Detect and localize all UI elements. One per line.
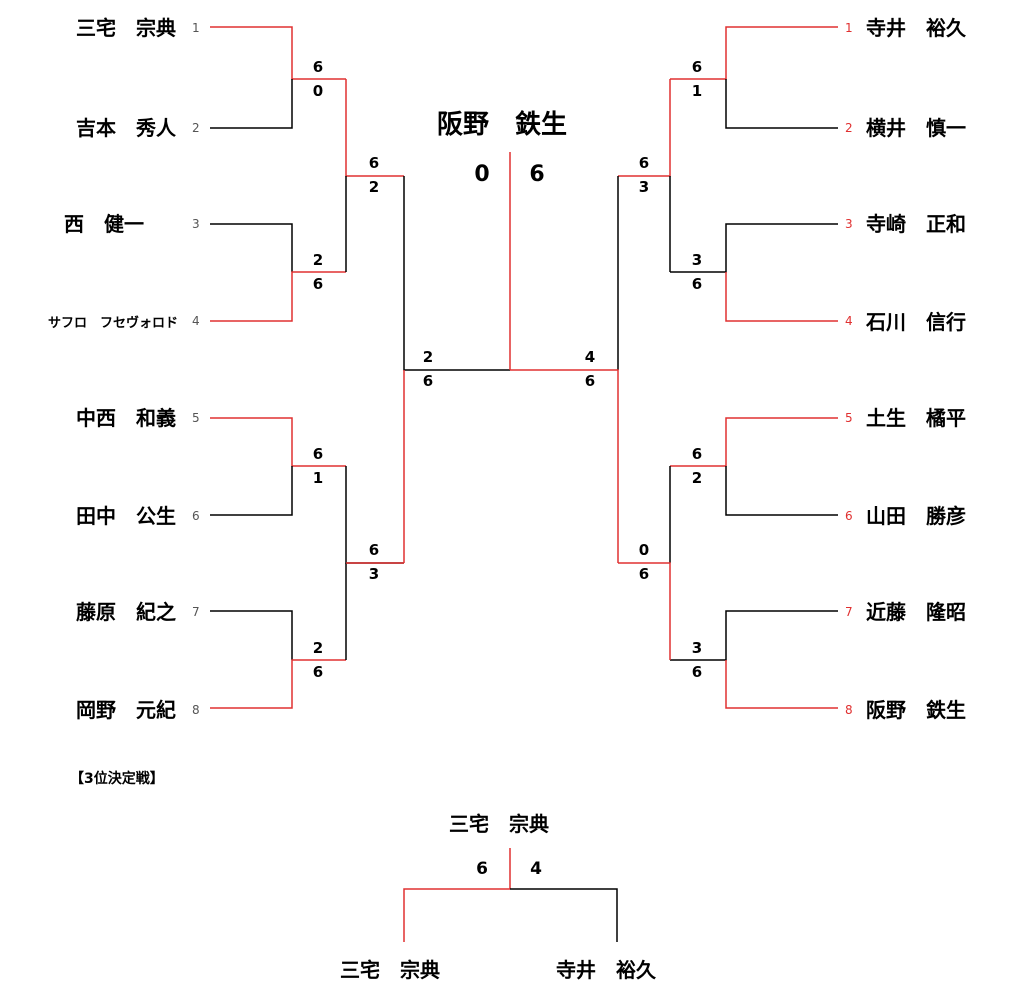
right-player-2-name: 横井 慎一 <box>866 116 966 140</box>
right-r2-m2-winner-path <box>618 562 671 660</box>
left-r1-m1-winner-path <box>210 26 346 80</box>
left-r1-m3-loser-path <box>210 466 293 516</box>
third-place-heading: 【3位決定戦】 <box>70 771 164 787</box>
right-r2-m2-score-bottom: 6 <box>638 565 650 583</box>
right-seed-1: 1 <box>845 21 853 35</box>
left-semi-score-bottom: 6 <box>422 372 434 390</box>
right-semi-winner-path <box>510 369 619 563</box>
final-score-left: 0 <box>474 162 490 187</box>
right-player-7-name: 近藤 隆昭 <box>866 600 966 624</box>
right-seed-4: 4 <box>845 314 853 328</box>
right-r1-m3-winner-path <box>670 417 838 467</box>
left-r1-m3-score-bottom: 1 <box>312 469 324 487</box>
right-r1-m1-score-top: 6 <box>691 58 703 76</box>
right-r2-m1-score-bottom: 3 <box>638 178 650 196</box>
right-seed-2: 2 <box>845 121 853 135</box>
right-player-3-name: 寺崎 正和 <box>866 212 966 236</box>
left-r1-m4-score-bottom: 6 <box>312 663 324 681</box>
right-r2-m1-score-top: 6 <box>638 154 650 172</box>
left-semi-score-top: 2 <box>422 348 434 366</box>
right-player-6-name: 山田 勝彦 <box>866 504 966 528</box>
right-seed-7: 7 <box>845 605 853 619</box>
champion-name: 阪野 鉄生 <box>437 110 568 140</box>
right-semi-score-top: 4 <box>584 348 596 366</box>
third-place-score-right: 4 <box>530 859 542 879</box>
left-r1-m2-score-top: 2 <box>312 251 324 269</box>
left-seed-3: 3 <box>192 217 200 231</box>
right-r1-m2-winner-path <box>725 272 838 322</box>
left-player-4-name: サフロ フセヴォロド <box>47 316 178 331</box>
left-r1-m1-score-bottom: 0 <box>312 82 324 100</box>
right-r1-m2-score-bottom: 6 <box>691 275 703 293</box>
left-seed-5: 5 <box>192 411 200 425</box>
right-r2-m2-score-top: 0 <box>638 541 650 559</box>
right-semi-score-bottom: 6 <box>584 372 596 390</box>
left-r1-m4-winner-path <box>210 659 346 709</box>
left-seed-1: 1 <box>192 21 200 35</box>
left-r1-m4-loser-path <box>210 610 293 660</box>
right-seed-3: 3 <box>845 217 853 231</box>
third-place-loser-path <box>510 888 618 942</box>
left-r2-m2-score-bottom: 3 <box>368 565 380 583</box>
left-r1-m2-score-bottom: 6 <box>312 275 324 293</box>
left-player-3-name: 西 健一 <box>64 212 144 236</box>
third-place-winner-path <box>403 888 510 942</box>
left-r1-m1-loser-path <box>210 79 293 129</box>
left-player-2-name: 吉本 秀人 <box>76 116 176 140</box>
left-r1-m2-winner-path <box>210 271 346 322</box>
right-player-1-name: 寺井 裕久 <box>866 16 966 40</box>
right-r1-m3-score-top: 6 <box>691 445 703 463</box>
right-player-5-name: 土生 橘平 <box>866 406 966 430</box>
left-player-6-name: 田中 公生 <box>76 504 176 528</box>
left-semi-loser-path <box>403 176 510 371</box>
left-r1-m3-winner-path <box>210 417 346 467</box>
right-seed-5: 5 <box>845 411 853 425</box>
left-player-5-name: 中西 和義 <box>76 406 176 430</box>
left-seed-8: 8 <box>192 703 200 717</box>
right-r1-m4-score-bottom: 6 <box>691 663 703 681</box>
left-r2-m1-score-bottom: 2 <box>368 178 380 196</box>
third-place-winner: 三宅 宗典 <box>449 812 549 836</box>
left-seed-6: 6 <box>192 509 200 523</box>
right-r1-m4-loser-path <box>670 610 838 661</box>
right-r1-m2-loser-path <box>670 223 838 273</box>
third-place-left-player: 三宅 宗典 <box>340 958 440 982</box>
left-player-1-name: 三宅 宗典 <box>76 16 176 40</box>
right-r1-m1-loser-path <box>725 79 838 129</box>
left-r2-m2-score-top: 6 <box>368 541 380 559</box>
left-r1-m4-score-top: 2 <box>312 639 324 657</box>
right-r1-m1-winner-path <box>670 26 838 80</box>
right-player-8-name: 阪野 鉄生 <box>866 698 966 722</box>
right-seed-6: 6 <box>845 509 853 523</box>
left-r1-m2-loser-path <box>210 223 293 272</box>
left-seed-2: 2 <box>192 121 200 135</box>
final-score-right: 6 <box>529 162 545 187</box>
left-r2-m1-score-top: 6 <box>368 154 380 172</box>
left-player-8-name: 岡野 元紀 <box>76 698 176 722</box>
right-r1-m3-loser-path <box>725 466 838 516</box>
right-r1-m3-score-bottom: 2 <box>691 469 703 487</box>
right-r1-m4-winner-path <box>725 660 838 709</box>
third-place-right-player: 寺井 裕久 <box>556 958 656 982</box>
right-seed-8: 8 <box>845 703 853 717</box>
left-r1-m3-score-top: 6 <box>312 445 324 463</box>
left-player-7-name: 藤原 紀之 <box>76 600 176 624</box>
right-r1-m2-score-top: 3 <box>691 251 703 269</box>
right-r1-m1-score-bottom: 1 <box>691 82 703 100</box>
left-seed-7: 7 <box>192 605 200 619</box>
third-place-score-left: 6 <box>476 859 488 879</box>
right-player-4-name: 石川 信行 <box>866 310 966 334</box>
right-r1-m4-score-top: 3 <box>691 639 703 657</box>
left-seed-4: 4 <box>192 314 200 328</box>
left-r1-m1-score-top: 6 <box>312 58 324 76</box>
